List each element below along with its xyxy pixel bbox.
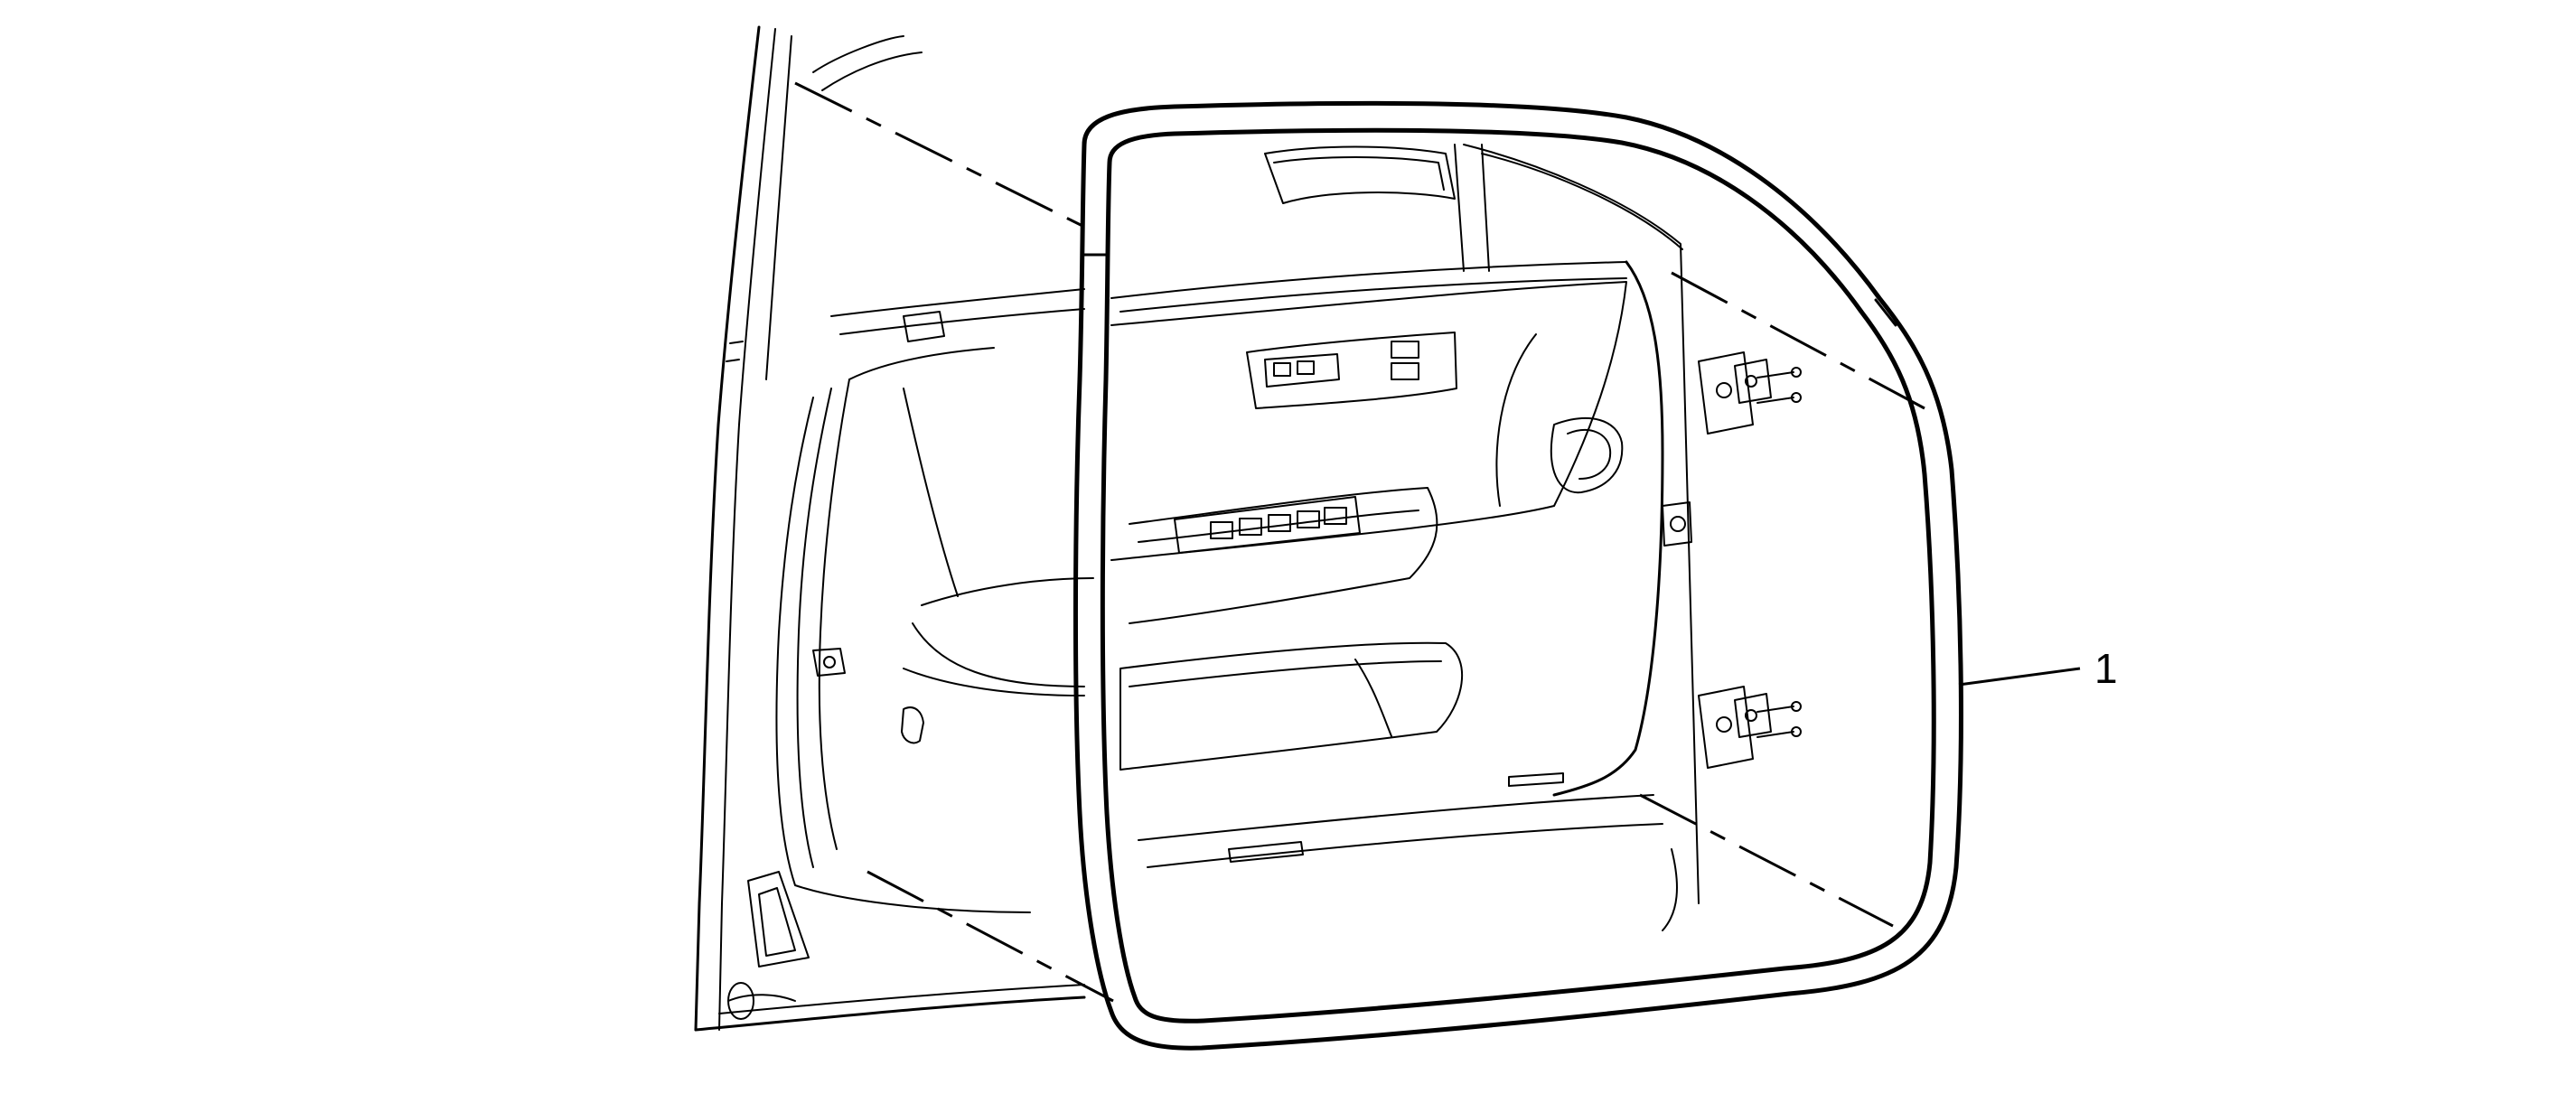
door-inner-panel bbox=[1110, 144, 1692, 868]
door-hinge-upper bbox=[1698, 351, 1802, 435]
alignment-line-lower-left bbox=[866, 870, 1114, 1003]
callout-leader bbox=[1958, 667, 2081, 687]
callout-label: 1 bbox=[2094, 645, 2118, 692]
alignment-line-lower-right bbox=[1639, 793, 1894, 928]
door-frame-edge bbox=[1463, 144, 1700, 931]
alignment-lines bbox=[794, 81, 1925, 1003]
alignment-line-upper-right bbox=[1671, 271, 1925, 410]
vehicle-body-opening bbox=[694, 25, 1094, 1032]
callout-1: 1 bbox=[1958, 645, 2118, 692]
alignment-line-upper-left bbox=[794, 81, 1083, 228]
door-hinge-lower bbox=[1698, 686, 1802, 769]
door-weatherstrip bbox=[1073, 100, 1963, 1051]
